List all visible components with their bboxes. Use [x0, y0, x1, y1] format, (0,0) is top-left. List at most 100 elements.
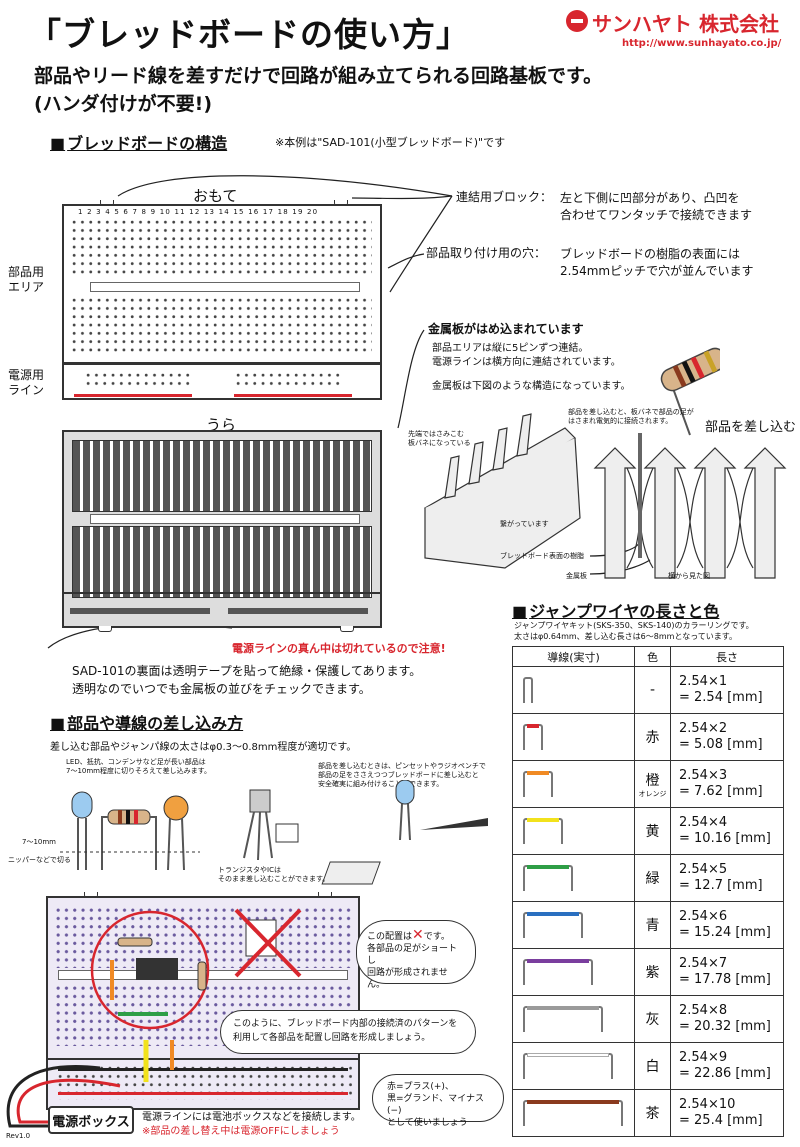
arrow-metal — [397, 329, 425, 429]
jumper-wire-icon — [523, 1053, 613, 1079]
hole-title: 部品取り付け用の穴： — [426, 246, 547, 260]
good-example-resistor — [117, 937, 153, 947]
lower-hole-grid — [70, 296, 372, 356]
length-cell: 2.54×3= 7.62 [mm] — [670, 760, 784, 808]
section-heading-insertion: 部品や導線の差し込み方 — [50, 710, 243, 734]
jumper-wire-icon — [523, 1100, 623, 1126]
wire-cell — [512, 995, 635, 1043]
wire-cell — [512, 854, 635, 902]
length-value: = 20.32 [mm] — [679, 1019, 771, 1034]
block-desc: 左と下側に凹部分があり、凸凹を 合わせてワンタッチで接続できます — [560, 191, 753, 222]
color-name-cell: 紫 — [634, 948, 671, 996]
color-name: 茶 — [645, 1106, 660, 1122]
nipper-label: ニッパーなどで切る — [8, 856, 71, 864]
resistor-illustration — [660, 347, 720, 436]
sunhayato-logo-icon — [566, 10, 588, 32]
length-formula: 2.54×8 — [679, 1003, 728, 1018]
color-name-cell: 赤 — [634, 713, 671, 761]
power-line-divider — [64, 362, 380, 365]
good-example-circle — [90, 910, 210, 1030]
length-formula: 2.54×6 — [679, 909, 728, 924]
jumper-wire-icon — [523, 724, 543, 750]
subtitle-line-1: 部品やリード線を差すだけで回路が組み立てられる回路基板です。 — [34, 65, 603, 87]
color-name-cell: 橙オレンジ — [634, 760, 671, 808]
length-formula: 2.54×2 — [679, 721, 728, 736]
spring-note: 先端ではさみこむ 板バネになっている — [408, 430, 471, 447]
metal-desc: 部品エリアは縦に5ピンずつ連結。 電源ラインは横方向に連結されています。 金属板… — [432, 343, 631, 392]
upper-hole-grid — [70, 218, 372, 278]
side-view-note: 横から見た図 — [668, 572, 710, 580]
color-name: 橙 — [645, 773, 660, 789]
revision-label: Rev1.0 — [6, 1132, 31, 1140]
metal-strips-upper — [72, 440, 372, 512]
power-holes-right — [234, 371, 344, 388]
col-header-color: 色 — [634, 646, 671, 667]
page-subtitle: 部品やリード線を差すだけで回路が組み立てられる回路基板です。 (ハンダ付けが不要… — [34, 62, 602, 118]
insertion-intro: 差し込む部品やジャンパ線の太さはφ0.3～0.8mm程度が適切です。 — [50, 742, 357, 753]
power-box: 電源ボックス — [48, 1106, 134, 1134]
black-power-wire — [6, 1065, 101, 1128]
col-header-length: 長さ — [670, 646, 784, 667]
wire-cell — [512, 1042, 635, 1090]
metal-plate-note: 金属板 — [566, 572, 587, 580]
length-value: = 2.54 [mm] — [679, 690, 763, 705]
length-cell: 2.54×8= 20.32 [mm] — [670, 995, 784, 1043]
power-box-warning: ※部品の差し替え中は電源OFFにしましょう — [142, 1126, 340, 1137]
jumper-desc: ジャンプワイヤキット(SKS-350、SKS-140)のカラーリングです。 太さ… — [514, 621, 754, 641]
arrow-metal-plate — [589, 559, 651, 575]
example-components — [6, 908, 302, 1128]
section-heading-structure: ブレッドボードの構造 — [50, 130, 227, 154]
example-red-rail — [58, 1092, 348, 1095]
length-label: 7～10mm — [22, 838, 56, 846]
connected-note: 繋がっています — [500, 520, 549, 528]
company-url[interactable]: http://www.sunhayato.co.jp/ — [622, 38, 782, 49]
length-cell: 2.54×4= 10.16 [mm] — [670, 807, 784, 855]
color-name: - — [649, 682, 656, 698]
color-name-cell: 黄 — [634, 807, 671, 855]
tool-note: 部品を差し込むときは、ピンセットやラジオペンチで 部品の足をささえつつブレッドボ… — [318, 762, 486, 788]
length-cell: 2.54×2= 5.08 [mm] — [670, 713, 784, 761]
column-numbers-top: 1 2 3 4 5 6 7 8 9 10 11 12 13 14 15 16 1… — [78, 208, 319, 216]
center-cut-note: 電源ラインの真ん中は切れているので注意! — [232, 642, 446, 655]
length-value: = 15.24 [mm] — [679, 925, 771, 940]
insert-label: 部品を差し込む — [705, 420, 797, 435]
wire-cell — [512, 948, 635, 996]
power-box-desc: 電源ラインには電池ボックスなどを接続します。 — [142, 1112, 361, 1123]
length-value: = 12.7 [mm] — [679, 878, 763, 893]
color-name-cell: 灰 — [634, 995, 671, 1043]
power-polarity-bubble: 赤=プラス(+)、 黒=グランド、マイナス(−) として使いましょう — [372, 1074, 504, 1128]
power-line-label: 電源用 ライン — [8, 368, 45, 397]
arrow-hole — [387, 253, 425, 269]
subtitle-line-2: (ハンダ付けが不要!) — [34, 93, 213, 115]
bad-example-cross-b — [234, 908, 302, 978]
col-header-wire: 導線(実寸) — [512, 646, 635, 667]
wire-cell — [512, 901, 635, 949]
length-cell: 2.54×6= 15.24 [mm] — [670, 901, 784, 949]
parts-area-label: 部品用 エリア — [8, 265, 45, 294]
back-label: うら — [206, 416, 237, 434]
length-cell: 2.54×1= 2.54 [mm] — [670, 666, 784, 714]
components-illustration — [60, 780, 488, 885]
bad-example-bubble: この配置は✕です。 各部品の足がショートし 回路が形成されません。 — [356, 920, 476, 990]
back-notch-right — [340, 626, 354, 632]
length-formula: 2.54×1 — [679, 674, 728, 689]
back-notch-left — [98, 626, 112, 632]
color-name: 白 — [645, 1059, 660, 1075]
length-cell: 2.54×9= 22.86 [mm] — [670, 1042, 784, 1090]
metal-strips-lower — [72, 526, 372, 598]
good-example-bubble: このように、ブレッドボード内部の接続済のパターンを 利用して各部品を配置し回路を… — [220, 1010, 476, 1054]
front-label: おもて — [193, 187, 238, 205]
length-value: = 7.62 [mm] — [679, 784, 763, 799]
metal-plate-diagram — [424, 413, 787, 579]
center-groove — [90, 282, 360, 292]
power-rail-left — [70, 608, 210, 614]
wire-cell — [512, 713, 635, 761]
power-red-line-right — [234, 394, 352, 397]
length-formula: 2.54×9 — [679, 1050, 728, 1065]
